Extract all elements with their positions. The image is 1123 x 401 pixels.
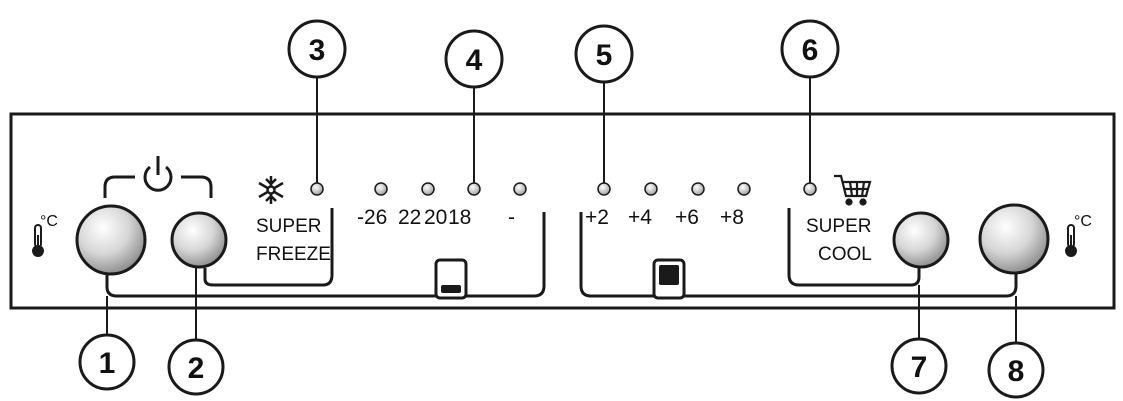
fridge-temp-leds	[597, 182, 751, 196]
power-icon	[143, 156, 173, 192]
freezer-compartment-icon	[434, 258, 468, 300]
callout-number: 3	[309, 34, 326, 67]
fridge-compartment-icon	[652, 258, 686, 300]
super-cool-label-line1: SUPER	[806, 216, 871, 237]
shopping-cart-icon	[834, 174, 872, 206]
super-cool-led	[803, 182, 817, 196]
callout-4: 4	[444, 29, 504, 183]
super-freeze-label-line2: FREEZE	[256, 244, 331, 265]
fridge-temp-label: +6	[675, 206, 699, 229]
callout-1: 1	[78, 296, 136, 391]
power-bracket	[103, 175, 213, 198]
callout-5: 5	[574, 24, 634, 183]
freezer-temp-label: 18	[448, 206, 471, 229]
fridge-temp-led	[644, 182, 658, 196]
callout-number: 6	[802, 34, 819, 67]
super-freeze-label-line1: SUPER	[256, 216, 321, 237]
bracket-lines	[105, 208, 1018, 298]
callout-3: 3	[287, 19, 347, 183]
callout-number: 5	[596, 39, 613, 72]
freezer-temp-led	[421, 182, 435, 196]
fridge-temp-label: +2	[585, 206, 609, 229]
super-cool-label-line2: COOL	[818, 244, 872, 265]
fridge-temp-led	[597, 182, 611, 196]
super-cool-button[interactable]	[892, 211, 950, 269]
fridge-temp-label: +4	[628, 206, 652, 229]
power-button[interactable]	[170, 211, 228, 269]
callout-8: 8	[987, 296, 1045, 399]
degree-label: °C	[1074, 213, 1092, 230]
fridge-temp-label: +8	[720, 206, 744, 229]
freezer-temp-label: -26	[357, 206, 387, 229]
callout-number: 2	[188, 352, 205, 385]
callout-number: 1	[99, 347, 116, 380]
thermometer-icon	[32, 224, 44, 257]
freezer-temp-led	[467, 182, 481, 196]
callout-2: 2	[167, 268, 225, 396]
fridge-temp-led	[691, 182, 705, 196]
callout-number: 8	[1008, 355, 1025, 388]
freezer-temp-knob[interactable]	[75, 204, 147, 276]
fridge-temp-led	[737, 182, 751, 196]
callout-number: 7	[911, 351, 928, 384]
freezer-temp-label: 22	[398, 206, 421, 229]
super-freeze-led	[310, 182, 324, 196]
callout-7: 7	[890, 285, 948, 395]
callout-number: 4	[466, 44, 483, 77]
freezer-temp-label: 20	[424, 206, 447, 229]
thermometer-icon	[1065, 224, 1077, 257]
freezer-temp-leds	[374, 182, 527, 196]
snowflake-icon	[258, 176, 284, 204]
fridge-temp-knob[interactable]	[978, 203, 1050, 275]
degree-label: °C	[40, 213, 58, 230]
freezer-temp-led	[374, 182, 388, 196]
panel-frame	[9, 112, 1116, 310]
callout-6: 6	[780, 19, 840, 183]
freezer-temp-label: -	[508, 206, 515, 229]
freezer-temp-led	[513, 182, 527, 196]
